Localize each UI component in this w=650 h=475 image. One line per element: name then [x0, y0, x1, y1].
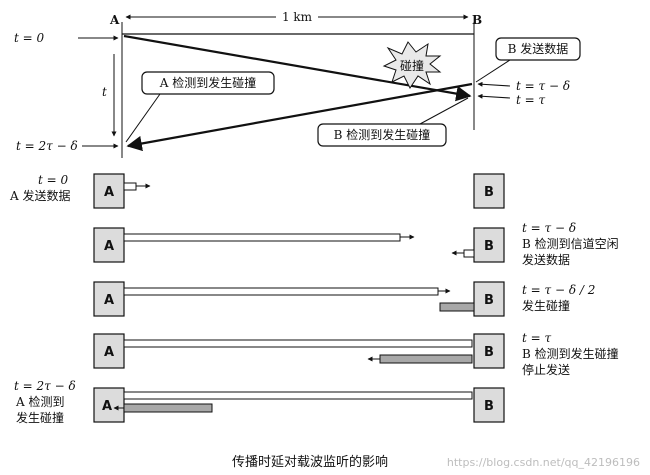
- row-2-signal-b: [463, 249, 475, 258]
- row-1-node-a: [93, 173, 125, 209]
- row-5-signal-b: [123, 403, 213, 413]
- row-3: A B t = τ − δ / 2 发生碰撞: [93, 281, 595, 317]
- row-3-node-b: [473, 281, 505, 317]
- row-3-signal-a: [123, 287, 439, 296]
- top-node-a-label: A: [109, 13, 120, 27]
- row-2-right-1: t = τ − δ: [522, 221, 576, 235]
- row-5-left-2: A 检测到: [15, 394, 64, 409]
- row-5-node-a-label: A: [102, 399, 112, 414]
- t-axis-label: t: [102, 85, 107, 99]
- callout-a-detect: A 检测到发生碰撞: [125, 71, 275, 143]
- watermark: https://blog.csdn.net/qq_42196196: [447, 456, 640, 469]
- row-5-node-b-label: B: [484, 399, 494, 414]
- t-tau-label: t = τ: [516, 93, 546, 107]
- row-4-signal-a: [123, 339, 473, 348]
- top-node-b-label: B: [472, 13, 482, 27]
- callout-a-detect-text: A 检测到发生碰撞: [159, 75, 256, 90]
- row-1-signal-a: [123, 182, 137, 191]
- row-5-node-b: [473, 387, 505, 423]
- row-1-left-2: A 发送数据: [9, 188, 70, 203]
- figure-caption: 传播时延对载波监听的影响: [232, 454, 388, 470]
- row-4-node-b-label: B: [484, 345, 494, 360]
- row-2-node-b: [473, 227, 505, 263]
- row-1-node-a-label: A: [104, 185, 114, 200]
- row-3-right-2: 发生碰撞: [522, 298, 570, 313]
- callout-b-detect-text: B 检测到发生碰撞: [334, 127, 431, 142]
- distance-label: 1 km: [282, 10, 313, 24]
- row-4-signal-b: [379, 354, 473, 364]
- row-2-node-a: [93, 227, 125, 263]
- callout-b-detect: B 检测到发生碰撞: [317, 97, 469, 147]
- collision-burst-label: 碰撞: [400, 58, 424, 73]
- row-3-right-1: t = τ − δ / 2: [522, 283, 595, 297]
- row-2-right-3: 发送数据: [522, 252, 570, 267]
- row-5-signal-a: [123, 391, 473, 400]
- row-2-right-2: B 检测到信道空闲: [522, 236, 619, 251]
- row-5-left-1: t = 2τ − δ: [14, 379, 76, 393]
- t-two-tau-label: t = 2τ − δ: [16, 139, 78, 153]
- row-2-node-b-label: B: [484, 239, 494, 254]
- b-signal-line: [126, 82, 473, 152]
- row-5-left-3: 发生碰撞: [16, 410, 64, 425]
- row-3-node-a: [93, 281, 125, 317]
- space-time-diagram: A B 1 km t = 0 t t = 2τ − δ t = τ − δ t …: [14, 9, 581, 158]
- row-4-right-2: B 检测到发生碰撞: [522, 346, 619, 361]
- a-signal-line: [123, 34, 472, 102]
- row-4: A B t = τ B 检测到发生碰撞 停止发送: [93, 331, 619, 377]
- row-1: A B t = 0 A 发送数据: [9, 173, 505, 209]
- row-2-node-a-label: A: [104, 239, 114, 254]
- row-2-signal-a: [123, 233, 401, 242]
- row-1-node-b-label: B: [484, 185, 494, 200]
- row-4-node-a-label: A: [104, 345, 114, 360]
- t-tau-minus-delta-label: t = τ − δ: [516, 79, 570, 93]
- collision-burst: 碰撞: [382, 41, 442, 89]
- row-4-right-3: 停止发送: [522, 362, 570, 377]
- row-1-node-b: [473, 173, 505, 209]
- row-2: A B t = τ − δ B 检测到信道空闲 发送数据: [93, 221, 619, 267]
- callout-b-send: B 发送数据: [475, 37, 581, 83]
- callout-b-send-text: B 发送数据: [508, 41, 569, 56]
- row-5: A B t = 2τ − δ A 检测到 发生碰撞: [14, 379, 505, 425]
- row-4-node-a: [93, 333, 125, 369]
- row-4-node-b: [473, 333, 505, 369]
- row-4-right-1: t = τ: [522, 331, 552, 345]
- row-3-signal-b: [439, 302, 475, 312]
- t-zero-label: t = 0: [14, 31, 45, 45]
- row-1-left-1: t = 0: [38, 173, 69, 187]
- row-3-node-b-label: B: [484, 293, 494, 308]
- row-3-node-a-label: A: [104, 293, 114, 308]
